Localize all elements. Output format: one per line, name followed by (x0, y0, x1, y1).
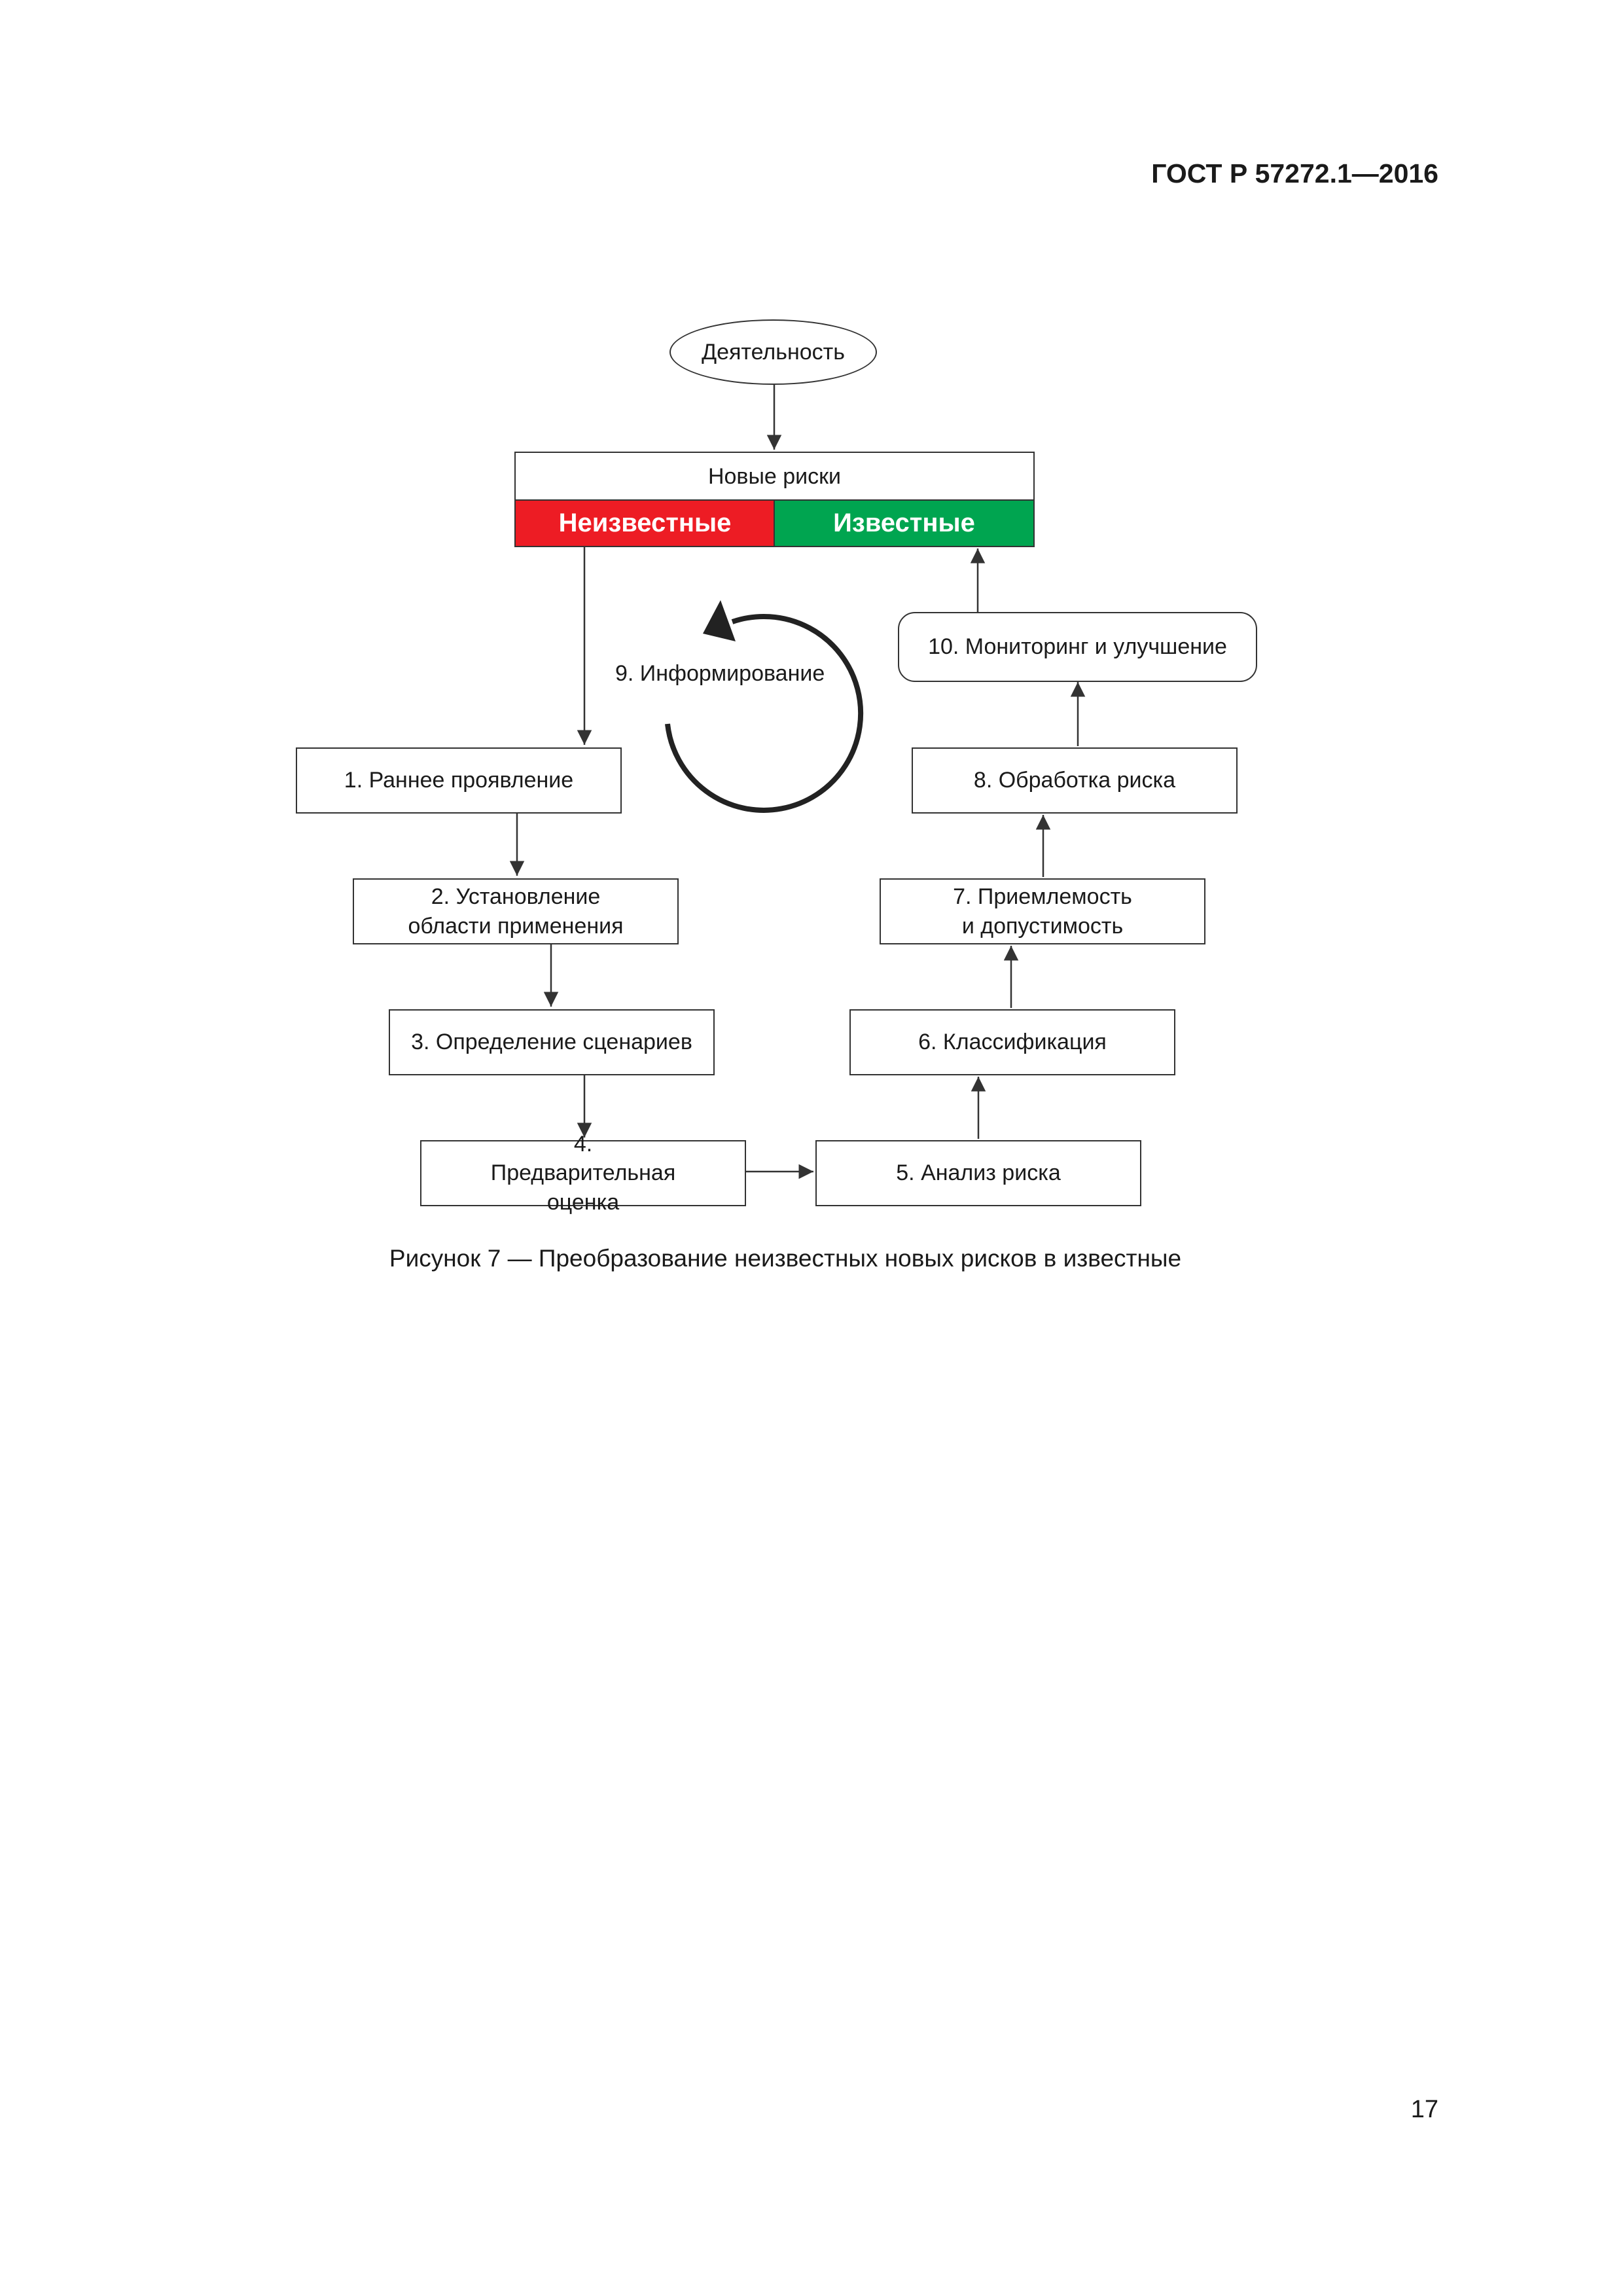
node-step-1: 1. Раннее проявление (296, 747, 622, 814)
node-step-5: 5. Анализ риска (815, 1140, 1141, 1206)
node-step-4: 4. Предварительная оценка (420, 1132, 746, 1215)
cycle-arrowhead-icon (703, 600, 736, 641)
node-step-8: 8. Обработка риска (912, 747, 1238, 814)
segment-known: Известные (774, 499, 1035, 547)
node-step-2: 2. Установление области применения (353, 878, 679, 944)
node-new-risks: Новые риски (514, 452, 1035, 501)
node-step-10: 10. Мониторинг и улучшение (898, 612, 1257, 682)
node-step-7: 7. Приемлемость и допустимость (880, 878, 1205, 944)
node-step-6: 6. Классификация (849, 1009, 1175, 1075)
node-step-3: 3. Определение сценариев (389, 1009, 715, 1075)
page-number: 17 (1410, 2096, 1438, 2123)
figure-caption: Рисунок 7 — Преобразование неизвестных н… (389, 1245, 1182, 1272)
document-header: ГОСТ Р 57272.1—2016 (1151, 158, 1438, 188)
communication-cycle-icon (665, 613, 864, 813)
node-activity: Деятельность (669, 319, 877, 385)
segment-unknown: Неизвестные (514, 499, 776, 547)
label-step-9: 9. Информирование (615, 661, 825, 686)
